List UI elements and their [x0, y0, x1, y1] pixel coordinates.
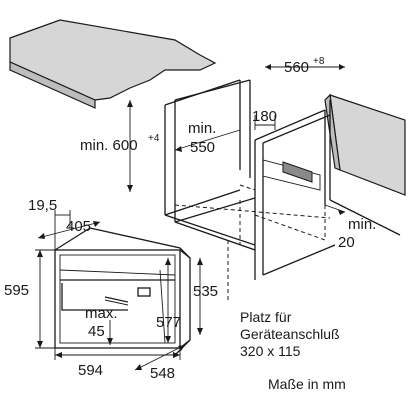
dimension-lines-lower	[35, 210, 203, 371]
label-front-depth: 405	[66, 218, 91, 235]
label-side-gap-2: 20	[338, 234, 355, 251]
note-line-2: Geräteanschluß	[240, 326, 340, 342]
note-line-1: Platz für	[240, 309, 292, 325]
label-max-1: max.	[85, 305, 118, 322]
label-body-height: 535	[193, 283, 218, 300]
label-depth-1: min.	[188, 120, 216, 137]
label-cutout-width: 180	[252, 108, 277, 125]
label-offset: 19,5	[28, 197, 57, 214]
label-depth-2: 550	[190, 139, 215, 156]
label-niche-height: min. 600	[80, 137, 138, 154]
cabinet-niche	[164, 79, 401, 300]
countertop-right	[324, 93, 406, 196]
label-body-depth: 548	[150, 365, 175, 382]
countertop	[9, 19, 217, 109]
dimension-lines-upper	[127, 64, 346, 215]
label-max-2: 45	[88, 323, 105, 340]
label-front-height: 577	[156, 314, 181, 331]
label-side-gap-1: min.	[348, 216, 376, 233]
note-line-3: 320 x 115	[240, 343, 301, 359]
oven-appliance	[54, 227, 191, 356]
label-total-height: 595	[4, 282, 29, 299]
units-note: Maße in mm	[268, 376, 346, 392]
label-width-top-tol: +8	[313, 56, 325, 67]
label-width-top: 560	[284, 59, 309, 76]
label-niche-height-tol: +4	[148, 133, 160, 144]
label-total-width: 594	[78, 362, 103, 379]
